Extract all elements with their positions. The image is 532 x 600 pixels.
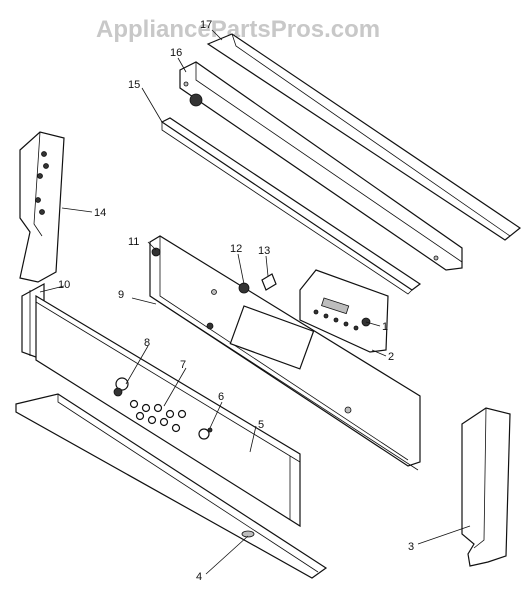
part-8-knob <box>113 377 129 397</box>
callout-17: 17 <box>200 19 212 31</box>
callout-labels: 17 16 15 14 11 12 13 1 2 10 9 8 7 6 5 4 … <box>58 19 414 583</box>
callout-5: 5 <box>258 419 264 431</box>
part-7-knob-cluster <box>129 399 187 433</box>
part-9-inner-panel <box>155 299 419 471</box>
callout-12: 12 <box>230 243 242 255</box>
callout-9: 9 <box>118 289 124 301</box>
callout-3: 3 <box>408 541 414 553</box>
callout-leaders <box>39 29 471 575</box>
part-15-channel-rail <box>160 117 422 295</box>
callout-11: 11 <box>128 236 139 248</box>
part-14-left-end-cap <box>19 131 65 283</box>
callout-14: 14 <box>94 207 106 219</box>
part-17-top-trim <box>206 33 522 241</box>
callout-4: 4 <box>196 571 202 583</box>
part-3-right-end-cap <box>461 407 511 567</box>
part-12-switch <box>238 282 250 294</box>
callout-16: 16 <box>170 47 182 59</box>
callout-13: 13 <box>258 245 270 257</box>
part-13-indicator <box>261 273 277 291</box>
part-16-backguard-frame <box>179 61 463 271</box>
callout-7: 7 <box>180 359 186 371</box>
callout-10: 10 <box>58 279 70 291</box>
callout-8: 8 <box>144 337 150 349</box>
part-4-bottom-trim <box>15 393 328 579</box>
callout-6: 6 <box>218 391 224 403</box>
callout-15: 15 <box>128 79 140 91</box>
callout-2: 2 <box>388 351 394 363</box>
callout-1: 1 <box>382 321 388 333</box>
part-1-clock-module <box>299 269 389 353</box>
